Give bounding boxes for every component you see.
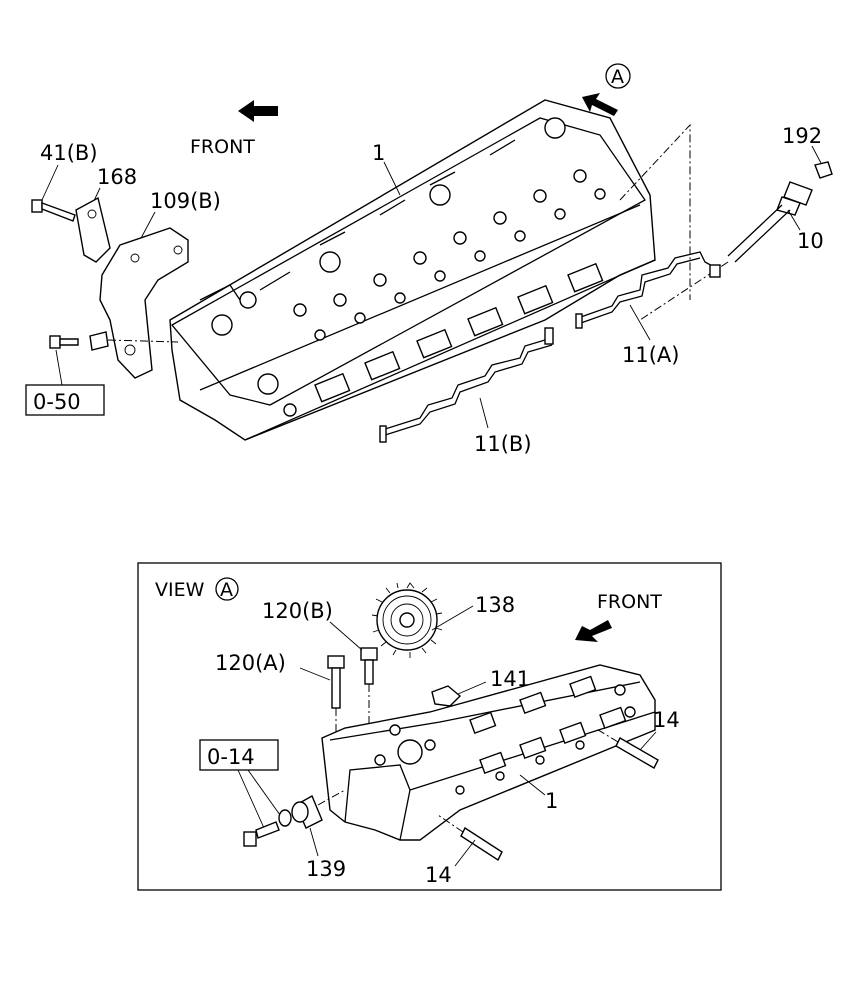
leader-109b [139, 211, 156, 241]
label-view-a-marker: A [611, 66, 624, 88]
leader-p1-top [383, 161, 401, 196]
leader-050 [55, 349, 63, 386]
label-109b: 109(B) [150, 189, 221, 213]
label-11b: 11(B) [474, 432, 532, 456]
label-ref-050: 0-50 [33, 390, 81, 414]
centerline-139 [317, 789, 346, 806]
leader-139 [309, 827, 319, 857]
centerline-bracket [107, 339, 179, 343]
front-arrow-view [575, 620, 612, 642]
front-arrow-top [238, 100, 278, 122]
view-title-marker-circle [215, 577, 239, 601]
bolt-014 [243, 821, 280, 847]
cylinder-head-view [321, 664, 656, 841]
leader-41b [41, 164, 59, 201]
part-141 [431, 685, 462, 707]
reference-line-a [619, 123, 691, 300]
label-ref-014: 0-14 [207, 745, 255, 769]
leader-10 [787, 209, 801, 231]
label-192: 192 [782, 124, 822, 148]
ref-box-014 [199, 739, 279, 771]
leader-11b [479, 397, 489, 429]
spacer-bushing [89, 331, 109, 351]
leader-14-right [639, 731, 657, 751]
glow-plug-10 [727, 181, 813, 263]
leader-120b [329, 621, 363, 651]
leader-014-b [247, 769, 281, 816]
label-p1-view: 1 [545, 789, 558, 813]
label-168: 168 [97, 165, 137, 189]
plug-139 [291, 795, 323, 829]
label-11a: 11(A) [622, 343, 679, 367]
label-view-title: VIEW [155, 579, 205, 601]
bracket-109b [99, 227, 189, 379]
cam-gear-138 [371, 582, 443, 658]
leader-192 [811, 145, 823, 166]
label-front-view: FRONT [597, 591, 662, 613]
connector-11a [575, 251, 721, 329]
intake-ports [314, 262, 604, 403]
label-p1-top: 1 [372, 141, 385, 165]
label-view-title-marker: A [220, 579, 233, 601]
ref-box-050 [25, 384, 105, 416]
cylinder-head-top [169, 99, 656, 441]
stud-14-right [594, 727, 659, 769]
head-bosses [211, 117, 606, 417]
label-41b: 41(B) [40, 141, 98, 165]
view-a-frame [137, 562, 722, 891]
view-a-marker-circle [605, 63, 631, 89]
leader-014-a [237, 769, 265, 829]
view-a-arrow [582, 93, 618, 116]
nut-192 [814, 161, 833, 179]
leader-138 [431, 605, 474, 631]
bolt-050 [49, 335, 79, 349]
label-120b: 120(B) [262, 599, 333, 623]
label-14-right: 14 [653, 708, 680, 732]
bolt-41b [31, 199, 76, 222]
label-139: 139 [306, 857, 346, 881]
label-10: 10 [797, 229, 824, 253]
washer-014 [278, 809, 292, 827]
bracket-168 [75, 196, 111, 263]
bolt-120a [327, 655, 345, 790]
connector-11b [379, 327, 554, 443]
label-138: 138 [475, 593, 515, 617]
label-front-top: FRONT [190, 136, 255, 158]
label-14-bottom: 14 [425, 863, 452, 887]
leader-120a [299, 667, 331, 681]
label-120a: 120(A) [215, 651, 286, 675]
stud-14-bottom [437, 814, 503, 862]
leader-141 [457, 681, 487, 695]
leader-p1-view [519, 774, 546, 796]
leader-14-bottom [454, 839, 476, 867]
leader-11a [629, 304, 651, 341]
